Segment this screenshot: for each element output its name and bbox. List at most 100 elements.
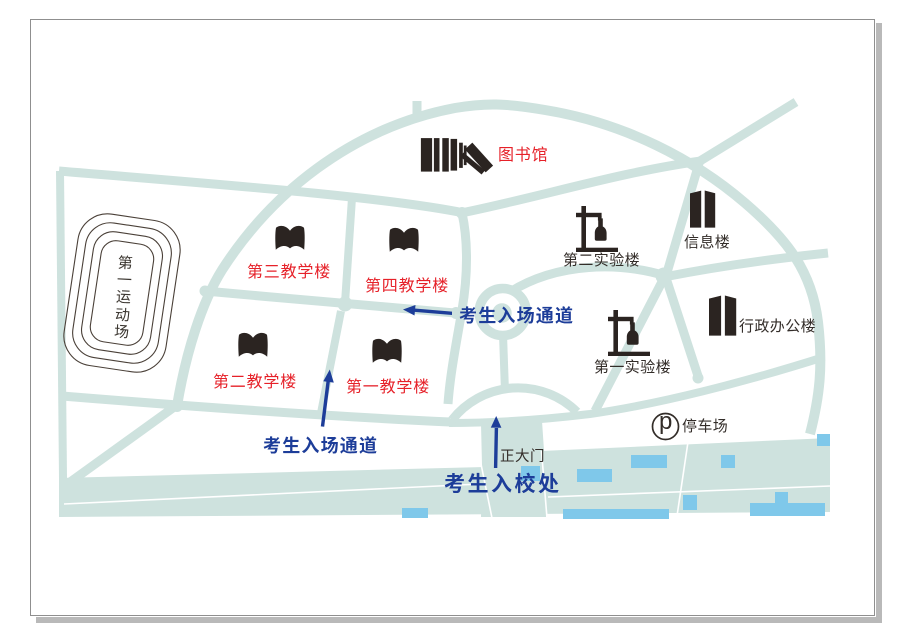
road-network	[56, 98, 829, 489]
road-divider-21	[317, 310, 345, 414]
open-book-shape	[372, 338, 402, 363]
arrow-shape	[490, 416, 502, 428]
bus-stop-block	[750, 503, 825, 516]
bus-stop-block	[683, 495, 697, 510]
teaching3-label: 第三教学楼	[247, 258, 332, 282]
track-lane	[72, 222, 172, 364]
lane-divider-line	[547, 485, 830, 498]
road-library-south	[460, 156, 702, 218]
arrow-shape	[323, 369, 334, 383]
road-north	[58, 166, 465, 218]
library-label: 图书馆	[498, 141, 549, 165]
lab-stand-part	[581, 206, 586, 249]
road-west	[56, 170, 67, 479]
lane-divider-line	[676, 441, 689, 517]
road-junction	[171, 400, 183, 412]
info-building-label: 信息楼	[684, 231, 731, 252]
lane-divider-line	[480, 463, 493, 519]
book-bar	[464, 142, 494, 173]
route-lower-label: 考生入场通道	[263, 432, 379, 458]
roundabout-ring	[474, 283, 531, 341]
road-junction	[692, 372, 704, 384]
track-lane	[80, 231, 164, 355]
road-central-west	[443, 212, 471, 405]
road-teaching-south	[61, 391, 451, 427]
road-junction	[655, 267, 673, 285]
open-book-shape	[275, 225, 305, 250]
admin-building-label: 行政办公楼	[739, 315, 817, 336]
lab-stand-part	[613, 310, 618, 353]
teaching3-book-icon	[275, 225, 305, 250]
gate-arrow	[490, 416, 502, 468]
route-upper-label: 考生入场通道	[459, 302, 575, 328]
book-bar	[459, 142, 463, 168]
parking-icon	[651, 412, 680, 441]
lab1-stand-icon	[608, 310, 650, 356]
lab2-stand-icon	[576, 206, 618, 252]
book-bar	[433, 138, 440, 172]
lab-stand-part	[608, 316, 634, 322]
roundabout	[474, 283, 531, 341]
track-lane	[89, 240, 155, 346]
band-lane-lines	[63, 441, 830, 519]
teaching4-label: 第四教学楼	[365, 272, 450, 296]
road-info-admin	[663, 248, 829, 282]
road-junction-blobs	[171, 207, 704, 412]
book-bar	[442, 138, 449, 172]
bus-stop-block	[563, 509, 669, 519]
road-roundabout-stem	[499, 333, 509, 393]
bus-stop-blocks	[402, 434, 830, 519]
bus-stop-block	[521, 466, 540, 481]
lane-divider-line	[540, 450, 548, 519]
open-book-shape	[389, 227, 419, 252]
road-junction	[337, 296, 353, 312]
route-arrow-upper	[403, 305, 452, 316]
tower-slab	[709, 295, 722, 336]
book-bar	[460, 152, 485, 175]
bus-stop-block	[402, 508, 428, 518]
lane-divider-line	[63, 483, 481, 505]
teaching1-label: 第一教学楼	[346, 373, 431, 397]
arrow-shape	[413, 308, 452, 315]
lab-stand-part	[576, 247, 618, 252]
library-icon	[420, 138, 494, 175]
page-shadow-bottom	[36, 617, 882, 623]
road-info-west	[661, 158, 705, 278]
road-junction	[450, 307, 462, 319]
lab-stand-part	[576, 212, 602, 218]
road-northeast-diagonal	[697, 98, 799, 165]
parking-circle	[651, 412, 680, 441]
lab2-label: 第二实验楼	[563, 249, 641, 270]
road-lab-row	[507, 262, 668, 296]
road-ring-arc	[172, 99, 826, 436]
road-admin-west	[660, 273, 704, 381]
bus-stop-block	[577, 469, 612, 482]
book-bar	[420, 138, 433, 172]
track-lane	[63, 213, 181, 373]
entry-point-label: 考生入校处	[444, 468, 562, 498]
page-shadow-right	[876, 23, 882, 617]
bus-stop-block	[775, 492, 788, 504]
lab1-label: 第一实验楼	[594, 356, 672, 377]
teaching2-label: 第二教学楼	[213, 368, 298, 392]
parking-p-symbol: p	[659, 408, 673, 435]
lab-stand-part	[626, 322, 639, 345]
road-gate-dome	[448, 383, 581, 423]
open-book-shape	[238, 332, 268, 357]
arrow-shape	[320, 380, 330, 427]
lab-stand-part	[608, 351, 650, 356]
parking-label: 停车场	[682, 415, 729, 436]
stadium-track	[63, 213, 181, 373]
route-arrows	[320, 305, 502, 468]
arrow-shape	[403, 305, 416, 316]
arrow-shape	[493, 428, 499, 468]
road-southwest-diagonal	[63, 401, 180, 489]
main-gate-label: 正大门	[500, 445, 545, 466]
book-bar	[450, 138, 458, 171]
tower-slab	[704, 190, 716, 228]
road-junction	[456, 207, 468, 219]
road-junction	[199, 285, 211, 297]
bus-stop-block	[631, 455, 667, 468]
lab-stand-part	[594, 218, 607, 241]
